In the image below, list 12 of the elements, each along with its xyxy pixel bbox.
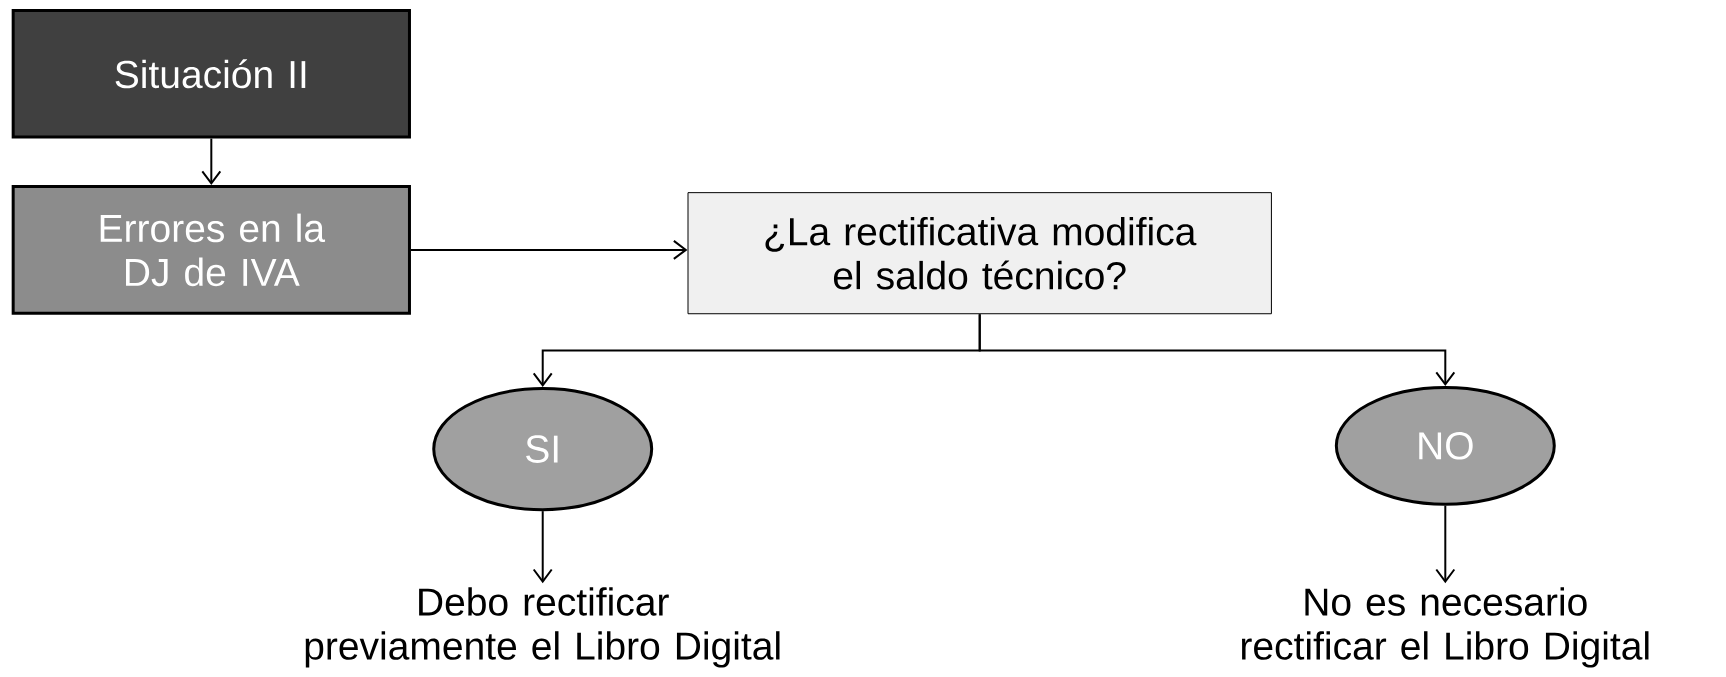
arrow	[201, 137, 222, 186]
box-heading: Situación II	[11, 9, 411, 139]
process-box: Errores en la DJ de IVA	[11, 185, 411, 315]
question-box: ¿La rectificativa modifica el saldo técnico?	[687, 192, 1272, 315]
answer-oval: NO	[1334, 385, 1556, 506]
result-text: Debo rectificar previamente el Libro Digital	[305, 587, 780, 668]
arrow	[532, 510, 553, 584]
arrow	[1435, 504, 1456, 584]
arrow	[409, 239, 688, 260]
result-text: No es necesario rectificar el Libro Digital	[1242, 587, 1649, 668]
arrow	[978, 313, 1456, 386]
answer-oval: SI	[432, 387, 654, 512]
